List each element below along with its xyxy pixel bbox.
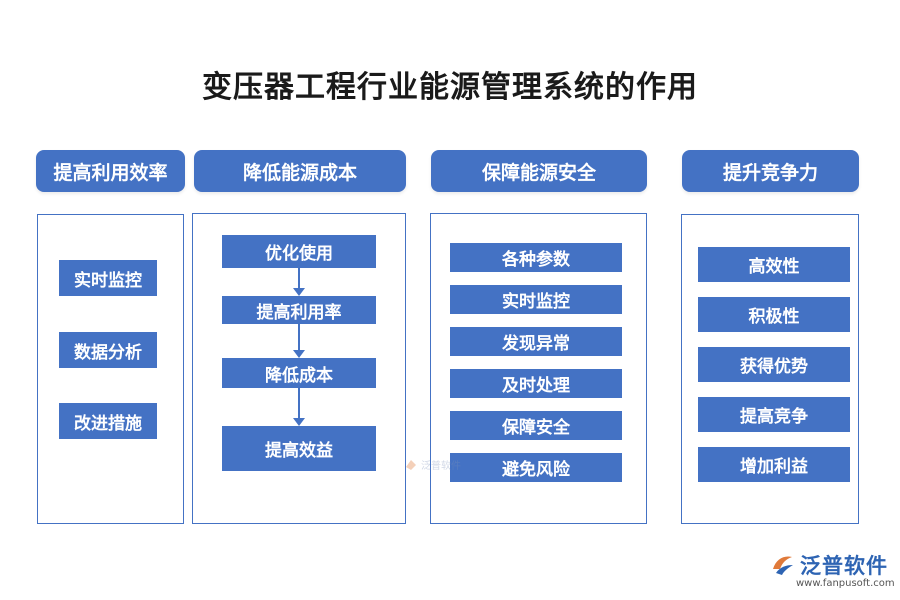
item-box: 增加利益 [698, 447, 850, 482]
column-header-efficiency: 提高利用效率 [36, 150, 185, 192]
watermark-text: 泛普软件 [421, 461, 461, 472]
item-box: 高效性 [698, 247, 850, 282]
logo-url: www.fanpusoft.com [796, 578, 895, 589]
watermark-logo-icon [406, 459, 416, 470]
flow-step-box: 提高效益 [222, 426, 376, 471]
item-box: 实时监控 [59, 260, 157, 296]
item-box: 提高竞争 [698, 397, 850, 432]
watermark: 泛普软件 [404, 457, 461, 472]
item-box: 发现异常 [450, 327, 622, 356]
item-box: 积极性 [698, 297, 850, 332]
item-box: 获得优势 [698, 347, 850, 382]
item-box: 实时监控 [450, 285, 622, 314]
diagram-title: 变压器工程行业能源管理系统的作用 [202, 70, 698, 105]
column-header-safety: 保障能源安全 [431, 150, 647, 192]
item-box: 保障安全 [450, 411, 622, 440]
column-header-cost: 降低能源成本 [194, 150, 406, 192]
item-box: 数据分析 [59, 332, 157, 368]
column-panel-safety: 各种参数 实时监控 发现异常 及时处理 保障安全 避免风险 [430, 213, 647, 524]
flow-step-box: 优化使用 [222, 235, 376, 268]
item-box: 避免风险 [450, 453, 622, 482]
arrow-down-icon [293, 388, 305, 426]
arrow-down-icon [293, 324, 305, 358]
logo-text: 泛普软件 [800, 554, 888, 578]
item-box: 改进措施 [59, 403, 157, 439]
flow-step-box: 降低成本 [222, 358, 376, 388]
column-panel-competitiveness: 高效性 积极性 获得优势 提高竞争 增加利益 [681, 214, 859, 524]
flow-step-box: 提高利用率 [222, 296, 376, 324]
column-panel-efficiency: 实时监控 数据分析 改进措施 [37, 214, 184, 524]
fanpu-logo-icon [773, 556, 793, 575]
item-box: 各种参数 [450, 243, 622, 272]
arrow-down-icon [293, 268, 305, 296]
item-box: 及时处理 [450, 369, 622, 398]
column-header-competitiveness: 提升竞争力 [682, 150, 859, 192]
brand-logo: 泛普软件 [770, 550, 888, 580]
column-panel-cost: 优化使用 提高利用率 降低成本 提高效益 [192, 213, 406, 524]
